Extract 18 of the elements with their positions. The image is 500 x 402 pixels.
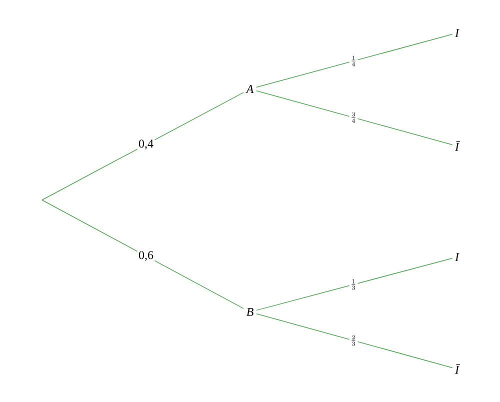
event-label: A — [246, 85, 254, 93]
outcome-label: Ī — [454, 364, 460, 374]
probability-label: 0,4 — [137, 138, 155, 151]
probability-label: $\frac{1}{4}$ — [349, 54, 358, 68]
probability-label: $\frac{1}{3}$ — [349, 278, 358, 291]
branch-line — [256, 34, 453, 88]
outcome-label: I — [454, 29, 460, 37]
event-label: B — [246, 308, 254, 316]
branch-line — [256, 258, 453, 311]
branch-line — [256, 90, 453, 146]
branch-line — [42, 92, 244, 200]
probability-label: $\frac{2}{3}$ — [349, 334, 358, 347]
outcome-label: Ī — [454, 141, 460, 151]
branch-line — [42, 200, 244, 309]
outcome-label: I — [454, 253, 460, 261]
probability-label: $\frac{3}{4}$ — [349, 111, 358, 124]
probability-label: 0,6 — [137, 250, 155, 262]
branch-line — [256, 313, 453, 368]
